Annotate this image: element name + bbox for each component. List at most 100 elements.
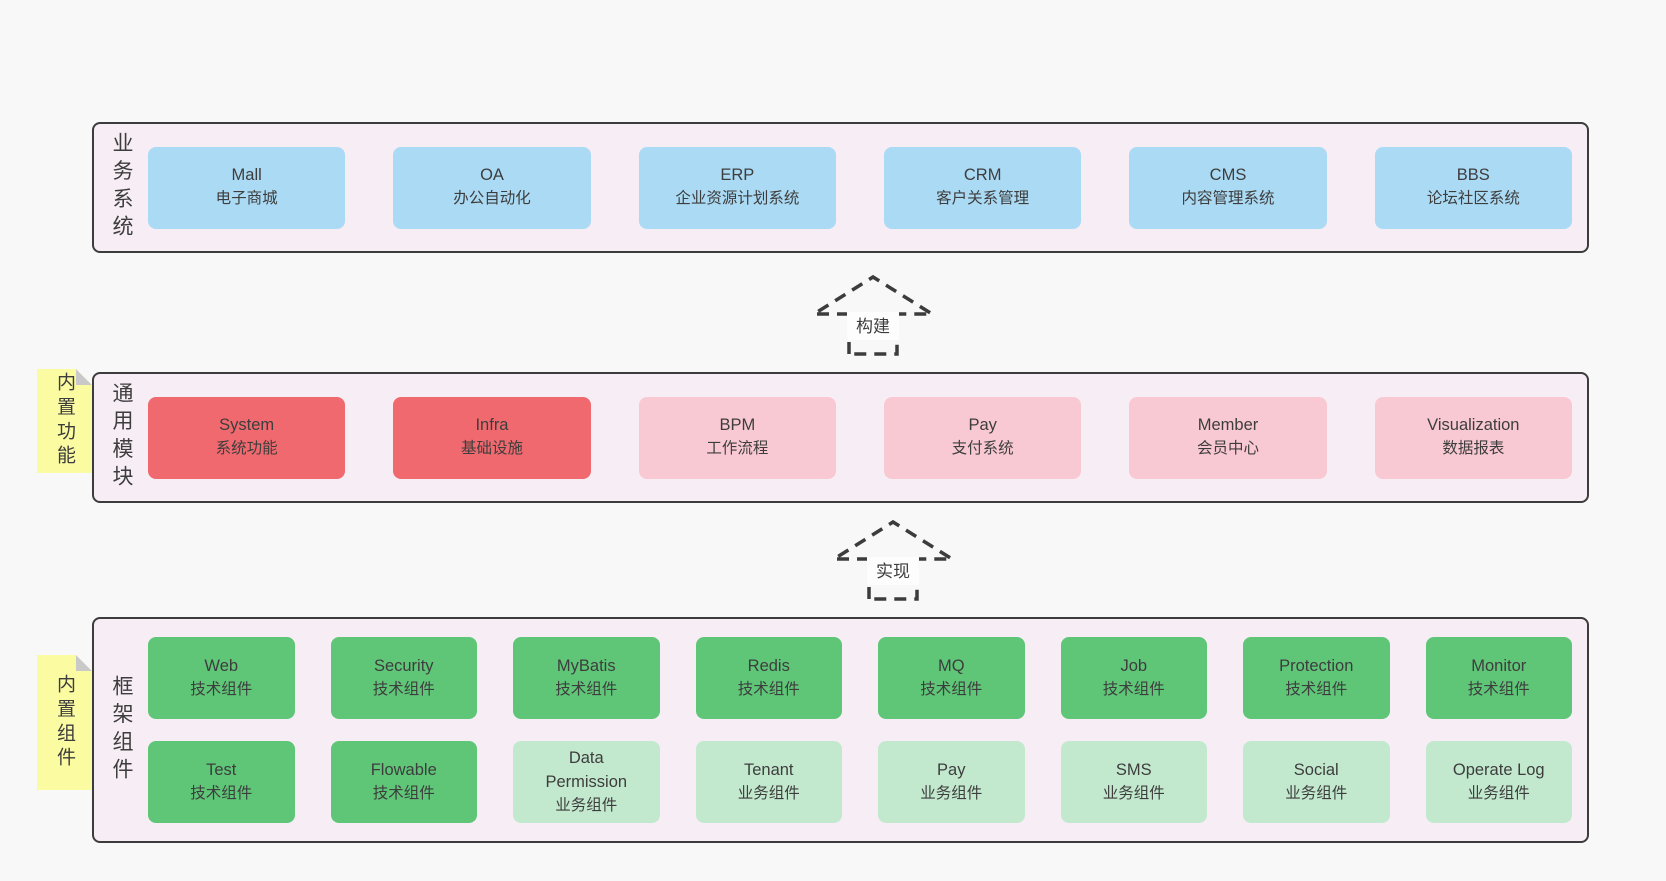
box-title: MQ [937,656,965,675]
arrow-label-bg [867,557,919,585]
box-subtitle: 业务组件 [737,784,800,802]
box-subtitle: 技术组件 [920,680,983,698]
box-title: Infra [475,416,509,435]
up-arrow-icon [828,519,958,601]
folded-corner-icon [76,369,92,385]
box-title: Data Permission [545,748,628,791]
box-test: Test 技术组件 [148,741,295,823]
box-erp: ERP 企业资源计划系统 [638,146,836,229]
box-subtitle: 业务组件 [1285,784,1348,802]
box-title: Protection [1279,656,1354,675]
box-subtitle: 业务组件 [1102,784,1165,802]
box-social: Social 业务组件 [1243,741,1390,823]
box-flowable: Flowable 技术组件 [330,741,477,823]
box-tenant: Tenant 业务组件 [695,741,842,823]
sticky-label: 内置功能 [54,372,75,470]
box-subtitle: 论坛社区系统 [1426,190,1520,208]
band-common-modules: 通用模块 System 系统功能 Infra 基础设施 BPM 工作流程 Pay… [92,372,1589,503]
box-pay-system: Pay 支付系统 [883,396,1082,479]
box-title: Job [1120,656,1148,675]
box-subtitle: 工作流程 [706,440,769,458]
box-title: BPM [719,416,756,435]
box-subtitle: 技术组件 [190,680,253,698]
box-monitor: Monitor 技术组件 [1425,637,1572,719]
up-arrow-icon [808,274,938,356]
box-title: Pay [968,416,997,435]
box-subtitle: 内容管理系统 [1181,190,1275,208]
box-title: Social [1293,760,1339,779]
band-label-column: 通用模块 [94,374,148,501]
box-job: Job 技术组件 [1060,637,1207,719]
box-subtitle: 企业资源计划系统 [675,190,800,208]
box-subtitle: 技术组件 [1102,680,1165,698]
box-bpm: BPM 工作流程 [638,396,836,479]
box-oa: OA 办公自动化 [393,146,591,229]
box-title: Operate Log [1452,760,1545,779]
sticky-note-built-in-components: 内置组件 [37,655,92,790]
box-redis: Redis 技术组件 [695,637,842,719]
box-system: System 系统功能 [148,396,346,479]
box-title: CRM [963,166,1002,185]
arrow-implement: 实现 [828,519,958,601]
box-bbs: BBS 论坛社区系统 [1374,146,1572,229]
box-web: Web 技术组件 [148,637,295,719]
box-title: SMS [1115,760,1152,779]
box-mq: MQ 技术组件 [878,637,1025,719]
box-mybatis: MyBatis 技术组件 [513,637,660,719]
box-title: Flowable [370,760,437,779]
sticky-label: 内置组件 [54,673,75,772]
box-infra: Infra 基础设施 [393,396,591,479]
sticky-note-built-in-features: 内置功能 [37,369,92,473]
band-label-column: 框架组件 [94,619,148,841]
box-data-permission: Data Permission 业务组件 [513,741,660,823]
band-business-systems: 业务系统 Mall 电子商城 OA 办公自动化 ERP 企业资源计划系统 CRM… [92,122,1589,253]
box-title: Tenant [743,760,794,779]
band-label: 业务系统 [110,132,133,243]
box-title: ERP [720,166,755,185]
box-title: Redis [747,656,790,675]
box-visualization: Visualization 数据报表 [1374,396,1572,479]
box-sms: SMS 业务组件 [1060,741,1207,823]
box-title: Monitor [1471,656,1527,675]
box-title: Mall [231,166,262,185]
band-label-column: 业务系统 [94,124,148,251]
arrow-build: 构建 [808,274,938,356]
box-crm: CRM 客户关系管理 [883,146,1082,229]
box-subtitle: 客户关系管理 [936,190,1030,208]
box-security: Security 技术组件 [330,637,477,719]
box-subtitle: 技术组件 [1467,680,1530,698]
box-title: Pay [937,760,966,779]
band-label: 通用模块 [110,382,133,493]
arrow-label: 构建 [856,317,890,336]
box-title: OA [480,166,504,185]
arrow-label: 实现 [876,562,910,581]
box-subtitle: 技术组件 [372,680,435,698]
box-subtitle: 办公自动化 [453,190,531,208]
box-title: Member [1197,416,1259,435]
box-title: BBS [1456,166,1490,185]
box-subtitle: 技术组件 [190,784,253,802]
box-title: System [219,416,275,435]
box-title: Test [206,760,237,779]
box-subtitle: 业务组件 [1467,784,1530,802]
box-subtitle: 业务组件 [555,796,618,814]
box-title: Web [204,656,239,675]
box-pay-component: Pay 业务组件 [878,741,1025,823]
box-title: MyBatis [556,656,616,675]
band-framework-components: 框架组件 Web 技术组件 Security 技术组件 MyBatis 技术组件… [92,617,1589,843]
box-subtitle: 技术组件 [372,784,435,802]
box-subtitle: 技术组件 [737,680,800,698]
business-boxes: Mall 电子商城 OA 办公自动化 ERP 企业资源计划系统 CRM 客户关系… [148,124,1572,251]
box-subtitle: 业务组件 [920,784,983,802]
box-subtitle: 系统功能 [215,440,278,458]
box-mall: Mall 电子商城 [148,146,346,229]
box-operate-log: Operate Log 业务组件 [1425,741,1572,823]
box-subtitle: 数据报表 [1442,440,1505,458]
box-title: Security [373,656,434,675]
box-protection: Protection 技术组件 [1243,637,1390,719]
box-member: Member 会员中心 [1129,396,1327,479]
component-boxes: Web 技术组件 Security 技术组件 MyBatis 技术组件 Redi… [148,619,1572,841]
box-subtitle: 技术组件 [555,680,618,698]
box-subtitle: 基础设施 [460,440,523,458]
